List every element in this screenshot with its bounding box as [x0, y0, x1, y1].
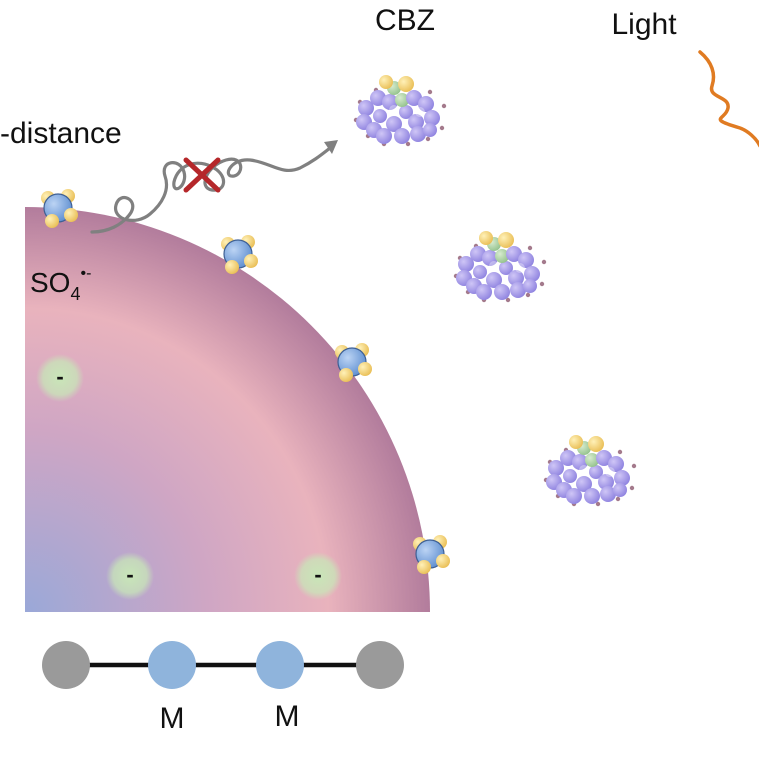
- light-label: Light: [611, 8, 677, 41]
- chain-metal-right: [256, 641, 304, 689]
- metal-label-left: M: [160, 702, 185, 735]
- block-x-icon: [183, 157, 221, 193]
- sulfate-radical-3: [334, 342, 373, 383]
- sulfate-radical-2: [220, 234, 259, 275]
- cbz-label: CBZ: [375, 4, 435, 37]
- light-wave: [698, 50, 759, 148]
- cbz-molecule-1: [353, 75, 447, 147]
- radical-label: SO4•-: [30, 265, 91, 304]
- radical-label-base: SO: [30, 267, 70, 298]
- diffusion-path: [90, 146, 332, 234]
- svg-text:-: -: [56, 364, 63, 389]
- cbz-molecule-2: [453, 231, 547, 303]
- surface-charge-1: -: [36, 354, 84, 402]
- sulfate-radical-4: [412, 534, 451, 575]
- distance-label: -distance: [0, 117, 122, 150]
- metal-chain: [42, 641, 404, 689]
- svg-text:-: -: [126, 562, 133, 587]
- surface-charge-2: -: [106, 552, 154, 600]
- cbz-molecule-3: [543, 435, 637, 507]
- svg-text:-: -: [314, 562, 321, 587]
- radical-label-subscript: 4: [70, 284, 80, 304]
- chain-end-left: [42, 641, 90, 689]
- nanoparticle-surface: [25, 207, 430, 612]
- radical-label-superscript: •-: [80, 265, 91, 282]
- chain-end-right: [356, 641, 404, 689]
- arrowhead-icon: [324, 140, 338, 154]
- surface-charge-3: -: [294, 552, 342, 600]
- metal-label-right: M: [275, 700, 300, 733]
- chain-metal-left: [148, 641, 196, 689]
